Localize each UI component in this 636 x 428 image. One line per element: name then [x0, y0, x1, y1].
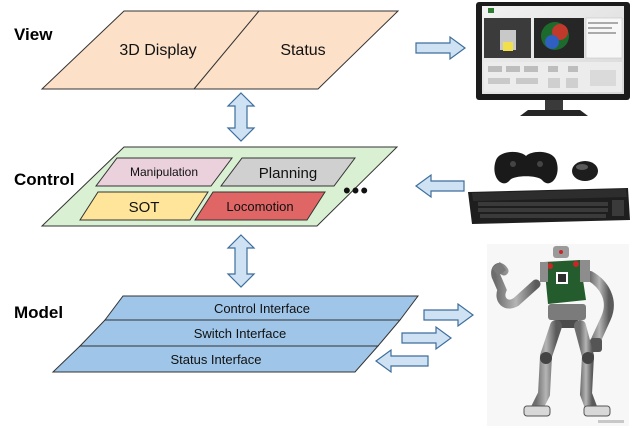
module-locomotion [194, 191, 326, 221]
interface-control-label: Control Interface [214, 301, 310, 316]
interface-status-label: Status Interface [170, 352, 261, 367]
view-layer-label: View [14, 25, 53, 44]
view-plane [40, 10, 400, 90]
interface-status [51, 345, 380, 373]
module-manipulation [95, 157, 233, 187]
control-layer: Control Manipulation Planning SOT Locomo… [14, 146, 399, 227]
interface-switch-label: Switch Interface [194, 326, 287, 341]
arrow-robot-to-status-interface [374, 348, 429, 374]
arrow-view-control [226, 92, 256, 142]
panel-3d-display: 3D Display [119, 42, 196, 59]
more-modules-marker: ••• [343, 178, 369, 203]
module-sot-label: SOT [129, 199, 160, 216]
mouse-icon [572, 161, 598, 181]
arrow-switch-interface-to-robot [401, 325, 453, 351]
arrow-input-to-control [414, 173, 465, 199]
model-layer-label: Model [14, 303, 63, 322]
gamepad-icon [494, 151, 558, 184]
humanoid-robot-icon [487, 244, 629, 426]
panel-status: Status [280, 42, 325, 59]
keyboard-icon [468, 188, 630, 224]
module-locomotion-label: Locomotion [226, 199, 293, 214]
module-planning-label: Planning [259, 165, 317, 182]
arrow-view-to-monitor [415, 35, 467, 61]
view-plane-divider [193, 10, 260, 90]
keyboard-keys [478, 200, 624, 218]
module-sot [79, 191, 209, 221]
arrow-control-interface-to-robot [423, 302, 475, 328]
monitor-icon [476, 2, 630, 116]
view-layer: View 3D Display Status [14, 10, 400, 90]
control-layer-label: Control [14, 170, 74, 189]
module-planning [220, 157, 356, 187]
module-manipulation-label: Manipulation [130, 165, 198, 179]
model-layer: Model Control Interface Switch Interface… [14, 295, 419, 373]
arrow-control-model [226, 234, 256, 288]
